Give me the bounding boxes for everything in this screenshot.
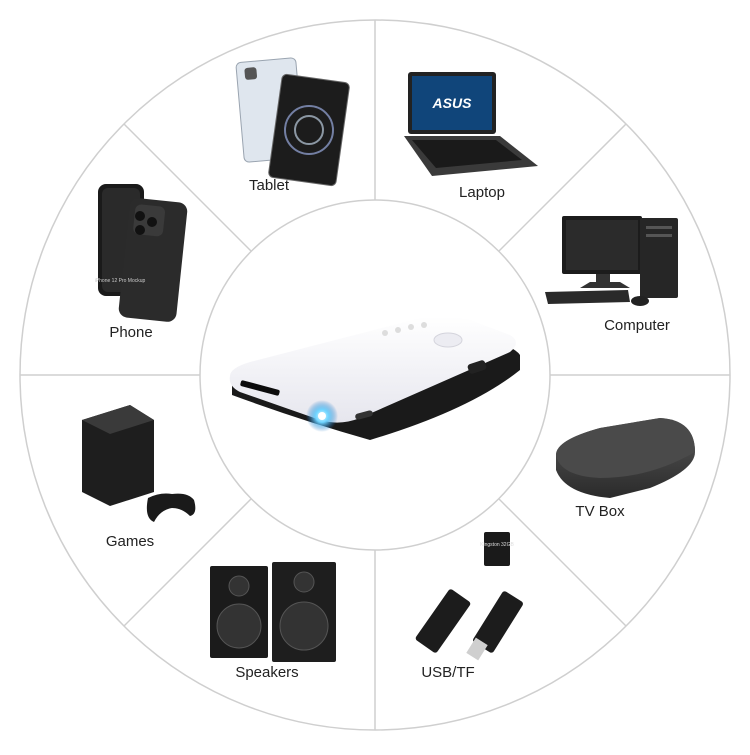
label-tv-box: TV Box <box>575 503 625 520</box>
tablet-icon <box>235 57 350 187</box>
label-phone: Phone <box>109 324 153 341</box>
sd-card-label: Kingston 32GB <box>480 542 514 548</box>
label-games: Games <box>105 533 155 550</box>
laptop-logo: ASUS <box>432 95 473 111</box>
phone-icon <box>98 184 188 322</box>
tv-box-icon <box>556 418 695 498</box>
speakers-icon <box>210 562 336 662</box>
games-icon <box>82 405 196 522</box>
segment-dividers <box>20 20 730 730</box>
label-usb-tf: USB/TF <box>421 664 475 681</box>
label-speakers: Speakers <box>235 664 299 681</box>
projector-icon <box>229 316 520 440</box>
phone-screen-text: iPhone 12 Pro Mockup <box>94 278 146 284</box>
laptop-icon: ASUS <box>404 72 538 176</box>
label-computer: Computer <box>604 317 670 334</box>
usb-tf-icon: Kingston 32GB <box>415 532 523 661</box>
computer-icon <box>545 216 678 306</box>
label-laptop: Laptop <box>459 184 505 201</box>
label-tablet: Tablet <box>248 177 290 194</box>
